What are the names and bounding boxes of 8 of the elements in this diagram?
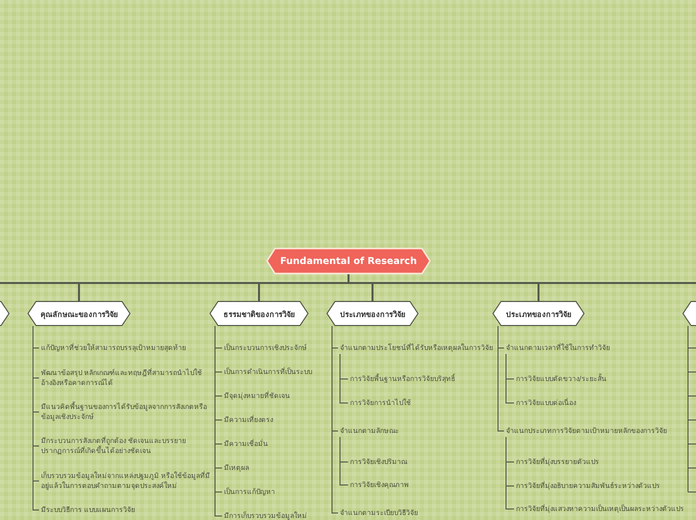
connector-line	[340, 354, 348, 404]
connector-line	[32, 326, 40, 510]
connector-line	[340, 436, 348, 486]
central-topic-hexagon: Fundamental of Research	[267, 248, 430, 274]
connector-line	[506, 354, 514, 404]
connector-line	[332, 326, 338, 514]
connector-line	[506, 436, 514, 510]
connector-line	[498, 326, 504, 432]
